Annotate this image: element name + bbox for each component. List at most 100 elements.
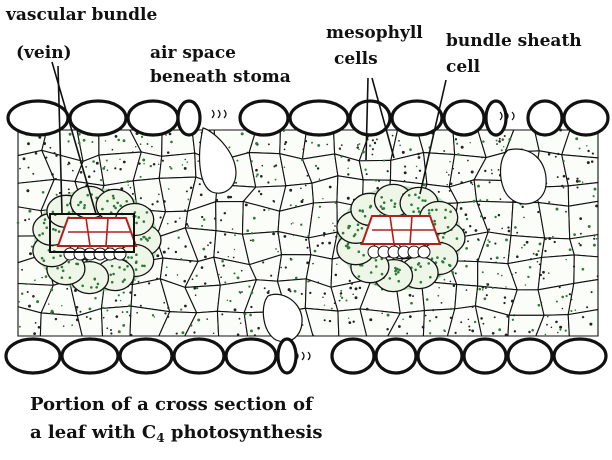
chloroplast-dot bbox=[244, 313, 246, 315]
chloroplast-dot bbox=[561, 296, 564, 299]
chloroplast-dot bbox=[465, 247, 468, 250]
chloroplast-dot bbox=[262, 261, 264, 263]
chloroplast-dot bbox=[246, 229, 249, 232]
chloroplast-dot bbox=[446, 172, 447, 173]
chloroplast-dot bbox=[322, 198, 323, 199]
chloroplast-dot bbox=[192, 278, 194, 280]
chloroplast-dot bbox=[456, 143, 458, 145]
chloroplast-dot bbox=[186, 190, 188, 192]
chloroplast-dot bbox=[573, 266, 575, 268]
chloroplast-dot bbox=[348, 317, 349, 318]
chloroplast-dot bbox=[460, 321, 462, 323]
chloroplast-dot bbox=[178, 237, 180, 239]
chloroplast-dot bbox=[533, 253, 535, 255]
chloroplast-dot bbox=[154, 316, 156, 318]
chloroplast-dot bbox=[556, 300, 558, 302]
mesophyll-cell bbox=[277, 255, 310, 282]
chloroplast-dot bbox=[563, 160, 565, 162]
chloroplast-dot bbox=[366, 308, 369, 311]
chloroplast-dot bbox=[76, 309, 78, 311]
chloroplast-dot bbox=[471, 330, 474, 333]
phloem-cell bbox=[418, 246, 430, 258]
chloroplast-dot bbox=[565, 259, 566, 260]
chloroplast-dot bbox=[589, 323, 592, 326]
chloroplast-dot bbox=[484, 217, 487, 220]
chloroplast-dot bbox=[552, 236, 553, 237]
chloroplast-dot bbox=[260, 193, 262, 195]
chloroplast-dot bbox=[28, 167, 30, 169]
chloroplast-dot bbox=[478, 204, 480, 206]
chloroplast-dot bbox=[586, 306, 588, 308]
chloroplast-dot bbox=[119, 159, 120, 160]
chloroplast-dot bbox=[53, 152, 55, 154]
chloroplast-dot bbox=[79, 311, 81, 313]
vein-xylem bbox=[58, 218, 136, 260]
chloroplast-dot bbox=[482, 271, 484, 273]
chloroplast-dot bbox=[398, 140, 400, 142]
chloroplast-dot bbox=[69, 133, 72, 136]
chloroplast-dot bbox=[475, 229, 478, 232]
chloroplast-dot bbox=[504, 135, 506, 137]
chloroplast-dot bbox=[254, 334, 256, 336]
chloroplast-dot bbox=[340, 156, 342, 158]
chloroplast-dot bbox=[399, 145, 400, 146]
chloroplast-dot bbox=[32, 173, 34, 175]
chloroplast-dot bbox=[587, 150, 589, 152]
chloroplast-dot bbox=[381, 313, 382, 314]
chloroplast-dot bbox=[204, 282, 206, 284]
chloroplast-dot bbox=[563, 175, 566, 178]
chloroplast-dot bbox=[362, 151, 365, 154]
chloroplast-dot bbox=[251, 160, 253, 162]
epidermis-cell bbox=[240, 101, 288, 135]
chloroplast-dot bbox=[555, 321, 558, 324]
chloroplast-dot bbox=[521, 206, 523, 208]
chloroplast-dot bbox=[268, 143, 270, 145]
chloroplast-dot bbox=[305, 185, 307, 187]
chloroplast-dot bbox=[167, 223, 169, 225]
chloroplast-dot bbox=[306, 261, 309, 264]
epidermis-cell bbox=[528, 101, 562, 135]
chloroplast-dot bbox=[406, 333, 408, 335]
chloroplast-dot bbox=[317, 245, 319, 247]
chloroplast-dot bbox=[551, 327, 553, 329]
chloroplast-dot bbox=[485, 287, 487, 289]
chloroplast-dot bbox=[525, 284, 527, 286]
chloroplast-dot bbox=[285, 141, 288, 144]
chloroplast-dot bbox=[486, 244, 489, 247]
chloroplast-dot bbox=[83, 139, 86, 142]
chloroplast-dot bbox=[36, 300, 39, 303]
chloroplast-dot bbox=[501, 228, 503, 230]
chloroplast-dot bbox=[221, 313, 223, 315]
epidermis-cell bbox=[128, 101, 178, 135]
chloroplast-dot bbox=[305, 239, 307, 241]
chloroplast-dot bbox=[158, 194, 160, 196]
chloroplast-dot bbox=[597, 275, 599, 277]
chloroplast-dot bbox=[402, 151, 405, 154]
chloroplast-dot bbox=[579, 244, 581, 246]
chloroplast-dot bbox=[170, 141, 173, 144]
chloroplast-dot bbox=[438, 287, 439, 288]
chloroplast-dot bbox=[449, 161, 451, 163]
chloroplast-dot bbox=[147, 143, 149, 145]
chloroplast-dot bbox=[167, 316, 169, 318]
chloroplast-dot bbox=[301, 159, 303, 161]
chloroplast-dot bbox=[23, 157, 26, 160]
chloroplast-dot bbox=[76, 306, 79, 309]
chloroplast-dot bbox=[547, 316, 548, 317]
chloroplast-dot bbox=[402, 319, 404, 321]
chloroplast-dot bbox=[423, 184, 426, 187]
chloroplast-dot bbox=[453, 168, 455, 170]
chloroplast-dot bbox=[117, 139, 120, 142]
chloroplast-dot bbox=[221, 260, 224, 263]
label-mesophyll: mesophyll bbox=[326, 24, 423, 44]
chloroplast-dot bbox=[42, 191, 45, 194]
chloroplast-dot bbox=[492, 287, 494, 289]
chloroplast-dot bbox=[267, 291, 270, 294]
chloroplast-dot bbox=[451, 271, 454, 274]
chloroplast-dot bbox=[563, 187, 565, 189]
chloroplast-dot bbox=[80, 171, 83, 174]
chloroplast-dot bbox=[264, 287, 266, 289]
chloroplast-dot bbox=[335, 236, 337, 238]
chloroplast-dot bbox=[135, 146, 136, 147]
